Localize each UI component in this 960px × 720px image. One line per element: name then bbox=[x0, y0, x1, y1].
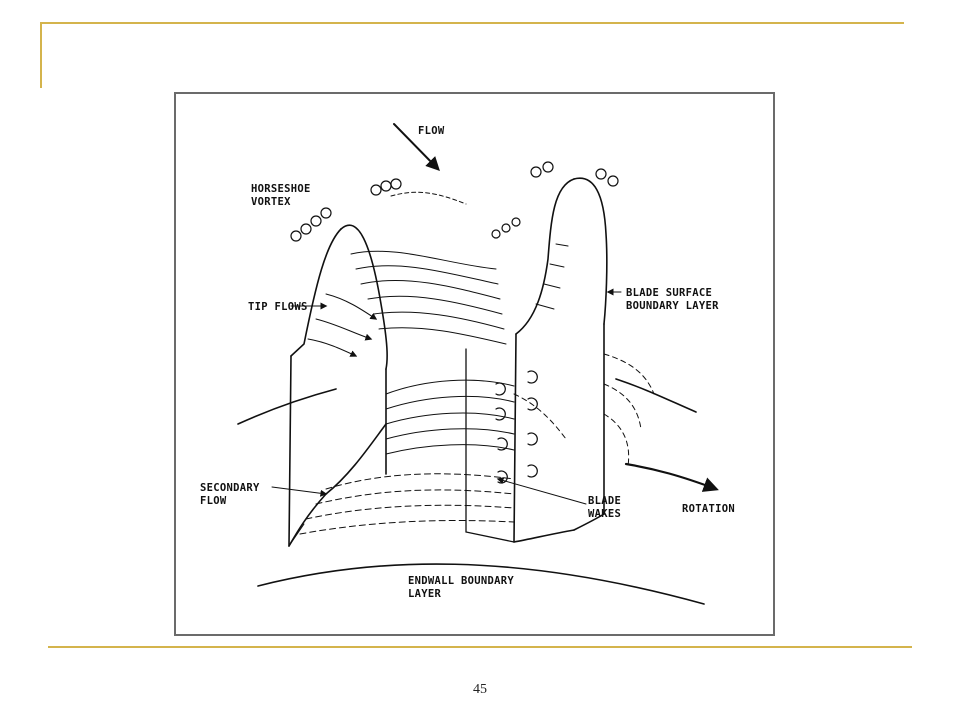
casing-arc-left bbox=[237, 388, 337, 425]
endwall-arc bbox=[257, 563, 705, 605]
label-rotation: ROTATION bbox=[682, 503, 735, 515]
tip-flows bbox=[307, 293, 378, 357]
label-horseshoe-2: VORTEX bbox=[251, 196, 291, 208]
passage-streamlines bbox=[350, 191, 507, 345]
label-endwall-1: ENDWALL BOUNDARY bbox=[408, 575, 514, 587]
left-rule bbox=[40, 22, 42, 88]
secondary-streamlines bbox=[299, 379, 515, 535]
label-blade-wakes-2: WAKES bbox=[588, 508, 621, 520]
blade-passage-diagram: FLOW HORSESHOE VORTEX TIP FLOWS BLADE SU… bbox=[200, 123, 735, 605]
label-tip-flows: TIP FLOWS bbox=[248, 301, 308, 313]
label-secondary-1: SECONDARY bbox=[200, 482, 260, 494]
label-secondary-2: FLOW bbox=[200, 495, 227, 507]
right-blade bbox=[465, 177, 608, 543]
blade-wake-curls bbox=[495, 370, 538, 484]
page-number: 45 bbox=[473, 682, 487, 697]
label-flow: FLOW bbox=[418, 125, 445, 137]
wake-paths bbox=[513, 353, 655, 467]
flow-arrow bbox=[393, 123, 440, 172]
label-blade-wakes-1: BLADE bbox=[588, 495, 621, 507]
label-blade-surface-2: BOUNDARY LAYER bbox=[626, 300, 719, 312]
boundary-layer-ticks bbox=[535, 243, 569, 310]
label-endwall-2: LAYER bbox=[408, 588, 441, 600]
label-blade-surface-1: BLADE SURFACE bbox=[626, 287, 712, 299]
secondary-flow-leader bbox=[271, 486, 328, 497]
rotation-arrow bbox=[624, 462, 719, 492]
horseshoe-vortex bbox=[290, 161, 619, 242]
left-blade bbox=[288, 224, 388, 547]
bottom-rule bbox=[48, 646, 912, 648]
top-rule bbox=[40, 22, 904, 24]
blade-wakes-leader bbox=[496, 477, 587, 505]
casing-arc-right bbox=[615, 378, 697, 413]
turbine-flow-figure: FLOW HORSESHOE VORTEX TIP FLOWS BLADE SU… bbox=[174, 92, 775, 636]
label-horseshoe-1: HORSESHOE bbox=[251, 183, 311, 195]
